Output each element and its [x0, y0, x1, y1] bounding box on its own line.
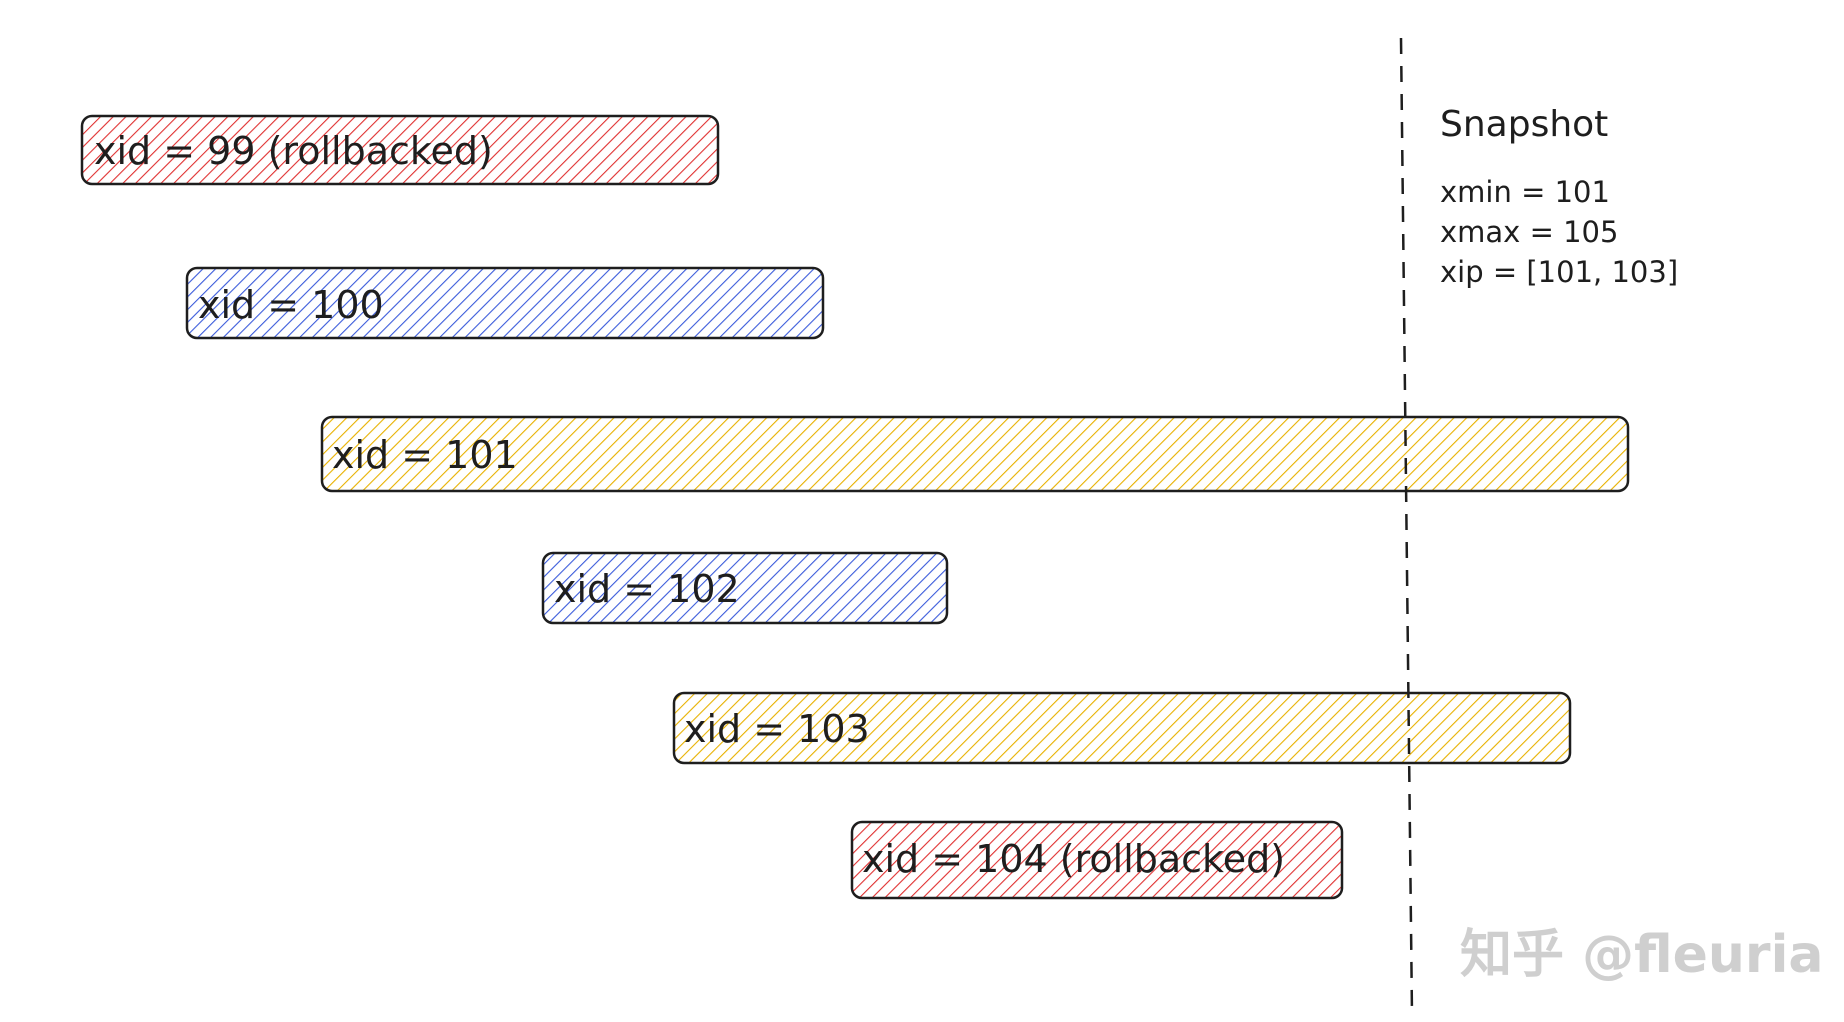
- snapshot-xip: xip = [101, 103]: [1440, 255, 1678, 289]
- transaction-bar-104: xid = 104 (rollbacked): [850, 820, 1344, 900]
- transaction-bar-100: xid = 100: [185, 266, 825, 340]
- bar-label: xid = 102: [554, 567, 740, 611]
- transaction-bar-99: xid = 99 (rollbacked): [80, 114, 720, 186]
- watermark: 知乎 @fleuria: [1460, 925, 1824, 985]
- transaction-bar-102: xid = 102: [541, 551, 949, 625]
- bar-label: xid = 100: [198, 283, 384, 327]
- bar-shape: [320, 415, 1630, 493]
- bar-label: xid = 103: [684, 707, 870, 751]
- bar-shape: [80, 114, 720, 186]
- bar-shape: [850, 820, 1344, 900]
- transaction-bar-103: xid = 103: [672, 691, 1572, 765]
- snapshot-title: Snapshot: [1440, 104, 1608, 145]
- snapshot-xmax: xmax = 105: [1440, 215, 1618, 249]
- bar-shape: [185, 266, 825, 340]
- snapshot-line: [1399, 37, 1414, 1016]
- bar-label: xid = 104 (rollbacked): [862, 837, 1285, 881]
- bar-label: xid = 101: [332, 433, 518, 477]
- bar-shape: [541, 551, 949, 625]
- snapshot-xmin: xmin = 101: [1440, 175, 1610, 209]
- bar-label: xid = 99 (rollbacked): [94, 129, 493, 173]
- snapshot-info: Snapshot xmin = 101 xmax = 105 xip = [10…: [1440, 104, 1678, 289]
- bar-shape: [672, 691, 1572, 765]
- transaction-bar-101: xid = 101: [320, 415, 1630, 493]
